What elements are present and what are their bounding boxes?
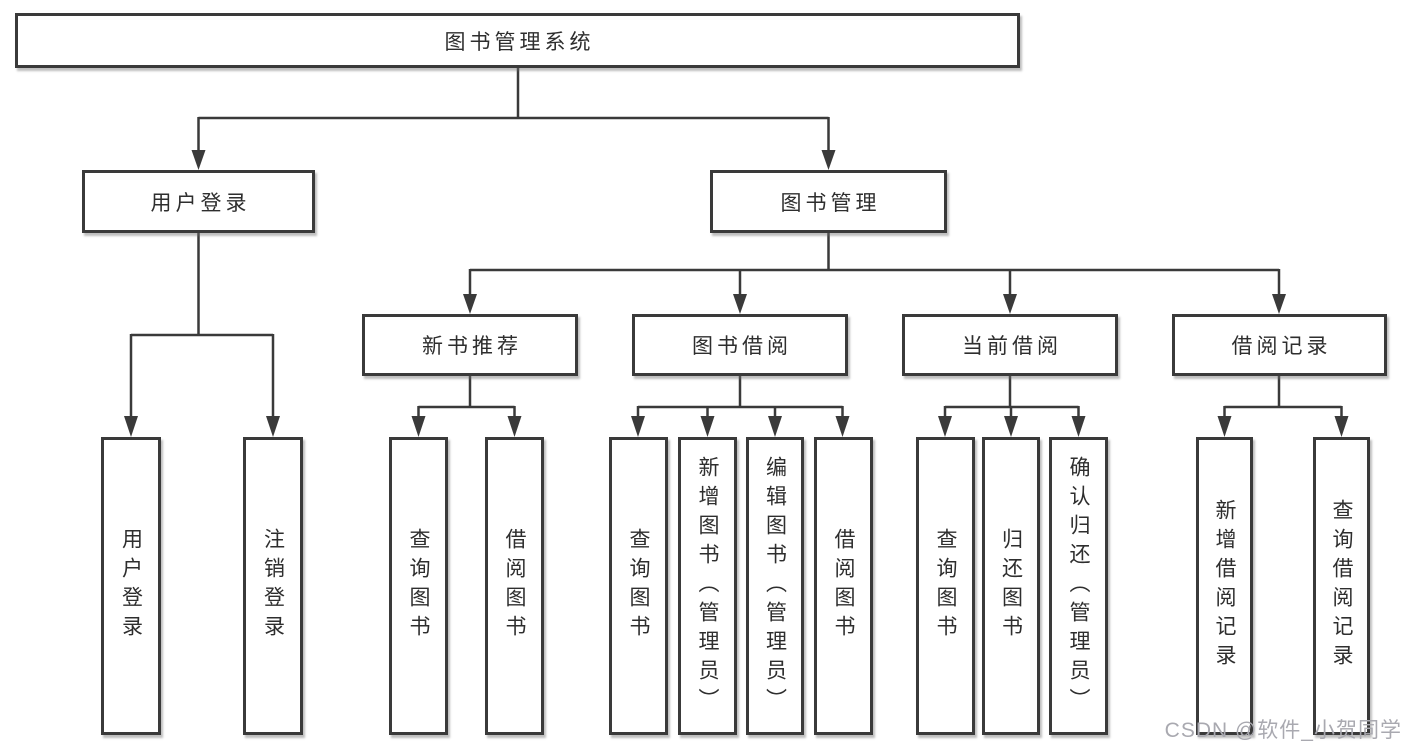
leaf-label: 注销登录	[261, 528, 285, 644]
leaf-confirm-return-admin: 确认归还（管理员）	[1049, 437, 1108, 735]
node-current-borrow: 当前借阅	[902, 314, 1118, 376]
leaf-query-books-2: 查询图书	[609, 437, 668, 735]
leaf-label: 用户登录	[119, 528, 143, 644]
arrowheads	[124, 150, 1349, 437]
leaf-query-books-3: 查询图书	[916, 437, 975, 735]
node-user-login: 用户登录	[82, 170, 315, 233]
leaf-label: 借阅图书	[503, 528, 526, 644]
leaf-add-borrow-record: 新增借阅记录	[1196, 437, 1253, 735]
leaf-return-books: 归还图书	[982, 437, 1040, 735]
leaf-label: 查询图书	[407, 528, 430, 644]
node-new-book-recommend: 新书推荐	[362, 314, 578, 376]
leaf-label: 查询图书	[627, 528, 650, 644]
leaf-label: 借阅图书	[832, 528, 855, 644]
leaf-user-login: 用户登录	[101, 437, 161, 735]
leaf-label: 新增图书（管理员）	[696, 455, 719, 717]
csdn-watermark: CSDN @软件_小贺同学	[1164, 719, 1402, 742]
leaf-query-borrow-record: 查询借阅记录	[1313, 437, 1370, 735]
leaf-borrow-books-1: 借阅图书	[485, 437, 544, 735]
leaf-label: 确认归还（管理员）	[1067, 455, 1090, 717]
node-root-system: 图书管理系统	[15, 13, 1020, 68]
leaf-label: 查询借阅记录	[1330, 499, 1353, 673]
leaf-add-books-admin: 新增图书（管理员）	[678, 437, 737, 735]
leaf-label: 编辑图书（管理员）	[763, 455, 787, 717]
leaf-query-books-1: 查询图书	[389, 437, 448, 735]
leaf-logout: 注销登录	[243, 437, 303, 735]
leaf-label: 新增借阅记录	[1213, 499, 1236, 673]
node-borrow-record: 借阅记录	[1172, 314, 1387, 376]
node-book-management: 图书管理	[710, 170, 947, 233]
leaf-edit-books-admin: 编辑图书（管理员）	[746, 437, 804, 735]
leaf-label: 归还图书	[999, 528, 1023, 644]
leaf-borrow-books-2: 借阅图书	[814, 437, 873, 735]
node-book-borrow: 图书借阅	[632, 314, 848, 376]
leaf-label: 查询图书	[934, 528, 957, 644]
